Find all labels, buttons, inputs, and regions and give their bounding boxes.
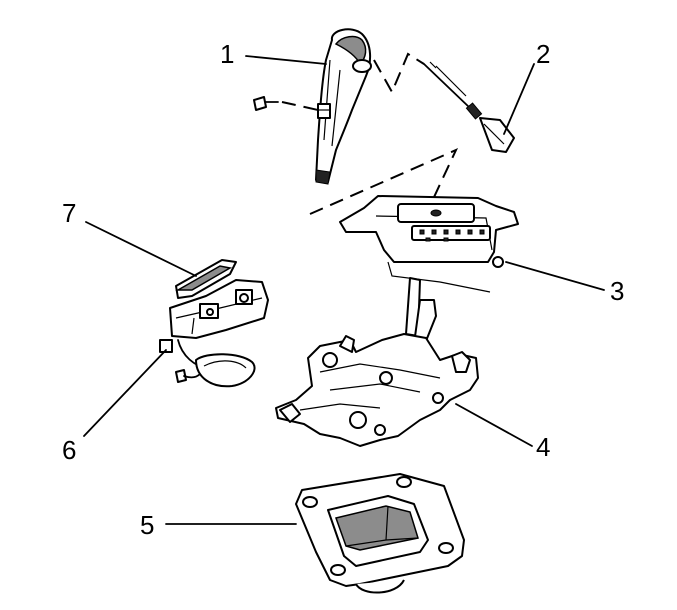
shift-indicator-bezel — [309, 148, 519, 293]
callout-7: 7 — [62, 198, 76, 228]
screw — [253, 96, 319, 111]
park-lock-cover — [175, 259, 237, 299]
callout-2: 2 — [536, 39, 550, 69]
gear-indicator-marks — [419, 229, 485, 242]
callout-5: 5 — [140, 510, 154, 540]
callout-6: 6 — [62, 435, 76, 465]
callout-labels: 1 2 3 4 5 6 7 — [62, 39, 624, 540]
shift-button-plunger — [423, 61, 515, 153]
mounting-plate — [295, 473, 465, 594]
shift-knob — [315, 28, 372, 185]
leader-lines — [83, 55, 605, 525]
callout-1: 1 — [220, 39, 234, 69]
assembly-line-knob-to-plunger — [373, 52, 425, 95]
callout-4: 4 — [536, 432, 550, 462]
callout-3: 3 — [610, 276, 624, 306]
shifter-control-assembly — [275, 277, 479, 447]
park-lock-solenoid — [159, 279, 269, 388]
